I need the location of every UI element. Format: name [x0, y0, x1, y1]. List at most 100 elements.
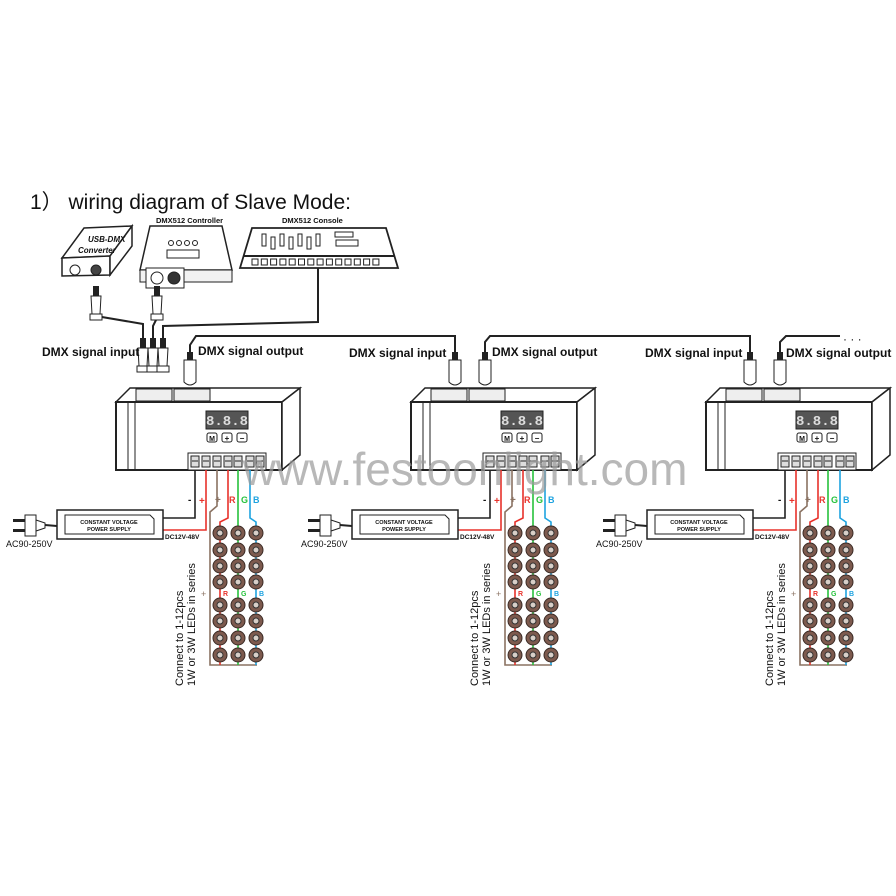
blue-channel-wire: [544, 470, 552, 665]
led-display: [205, 410, 249, 430]
console-fader: [306, 236, 312, 250]
g-label: G: [536, 495, 543, 505]
unit2-dmx-input-label: DMX signal input: [349, 346, 446, 360]
led: [507, 542, 523, 558]
led-note: Connect to 1-12pcs 1W or 3W LEDs in seri…: [764, 563, 788, 686]
minus-button[interactable]: −: [826, 432, 838, 443]
mode-button[interactable]: M: [501, 432, 513, 443]
blue-channel-wire: [249, 470, 257, 665]
led: [212, 647, 228, 663]
console-fader: [261, 233, 267, 247]
console-key: [372, 258, 380, 266]
console-fader: [270, 236, 276, 250]
led: [820, 525, 836, 541]
b-label: B: [253, 495, 260, 505]
ac-input-label: AC90-250V: [301, 539, 348, 549]
r-label: R: [819, 495, 826, 505]
led: [507, 525, 523, 541]
unit2-dmx-output-label: DMX signal output: [492, 345, 597, 359]
positive-wire: [458, 470, 502, 531]
led: [525, 525, 541, 541]
usb-dmx-converter: USB-DMX Converter: [60, 223, 134, 278]
console-key: [307, 258, 315, 266]
r-label-mid: R: [813, 591, 818, 598]
plus-button[interactable]: +: [811, 432, 823, 443]
console-key: [298, 258, 305, 266]
led: [820, 630, 836, 646]
decoder-unit-3: 8.8.8 M + − - + + R G B + R G B CONSTANT…: [596, 386, 893, 686]
led-array: [507, 525, 559, 663]
led: [838, 525, 854, 541]
led: [507, 613, 523, 629]
common-plus-label: +: [510, 495, 516, 506]
power-plug-icon: [603, 514, 648, 537]
dmx-input-plug: [156, 338, 170, 373]
minus-label: -: [483, 495, 486, 506]
led-display: [795, 410, 839, 430]
led: [212, 597, 228, 613]
common-plus-label-mid: +: [791, 589, 796, 599]
console-key: [335, 258, 343, 266]
led: [543, 647, 559, 663]
display-digits: 8.8.8: [206, 414, 248, 430]
controller-plug: [150, 286, 164, 321]
console-fader: [288, 236, 294, 250]
mode-button[interactable]: M: [796, 432, 808, 443]
plus-button[interactable]: +: [516, 432, 528, 443]
led: [802, 597, 818, 613]
svg-text:M: M: [504, 436, 510, 443]
led: [248, 647, 264, 663]
dc-output-label: DC12V-48V: [165, 534, 200, 541]
led: [248, 542, 264, 558]
g-label-mid: G: [536, 591, 542, 598]
led: [525, 558, 541, 574]
led: [212, 574, 228, 590]
led: [230, 542, 246, 558]
led: [838, 647, 854, 663]
common-wire: [504, 470, 552, 666]
dmx-plug: [448, 352, 462, 386]
svg-text:1W or 3W LEDs in series: 1W or 3W LEDs in series: [481, 563, 493, 686]
negative-wire: [753, 470, 786, 519]
plus-label: +: [494, 496, 500, 507]
svg-text:+: +: [520, 434, 525, 443]
unit3-dmx-output-label: DMX signal output: [786, 346, 891, 360]
console-fader: [279, 233, 285, 247]
unit1-dmx-output-label: DMX signal output: [198, 344, 303, 358]
svg-text:+: +: [815, 434, 820, 443]
led: [802, 558, 818, 574]
led: [507, 597, 523, 613]
led: [543, 558, 559, 574]
mode-button[interactable]: M: [206, 432, 218, 443]
console-fader: [315, 233, 321, 247]
led: [820, 647, 836, 663]
r-label-mid: R: [223, 591, 228, 598]
console-label: DMX512 Console: [282, 216, 343, 225]
minus-button[interactable]: −: [531, 432, 543, 443]
controller-label: DMX512 Controller: [156, 216, 223, 225]
g-label-mid: G: [241, 591, 247, 598]
dc-output-label: DC12V-48V: [460, 534, 495, 541]
svg-text:1W or 3W LEDs in series: 1W or 3W LEDs in series: [186, 563, 198, 686]
g-label: G: [241, 495, 248, 505]
led: [543, 574, 559, 590]
led-display: [500, 410, 544, 430]
led: [230, 558, 246, 574]
positive-wire: [163, 470, 207, 531]
led: [507, 574, 523, 590]
console-key: [353, 258, 361, 266]
display-digits: 8.8.8: [501, 414, 543, 430]
plus-button[interactable]: +: [221, 432, 233, 443]
power-plug-icon: [308, 514, 353, 537]
led: [543, 630, 559, 646]
led: [230, 597, 246, 613]
led: [802, 630, 818, 646]
minus-button[interactable]: −: [236, 432, 248, 443]
common-wire: [799, 470, 847, 666]
r-label: R: [524, 495, 531, 505]
dc-output-label: DC12V-48V: [755, 534, 790, 541]
led: [838, 542, 854, 558]
red-channel-wire: [219, 470, 229, 665]
svg-text:POWER SUPPLY: POWER SUPPLY: [87, 527, 131, 533]
common-plus-label: +: [805, 495, 811, 506]
